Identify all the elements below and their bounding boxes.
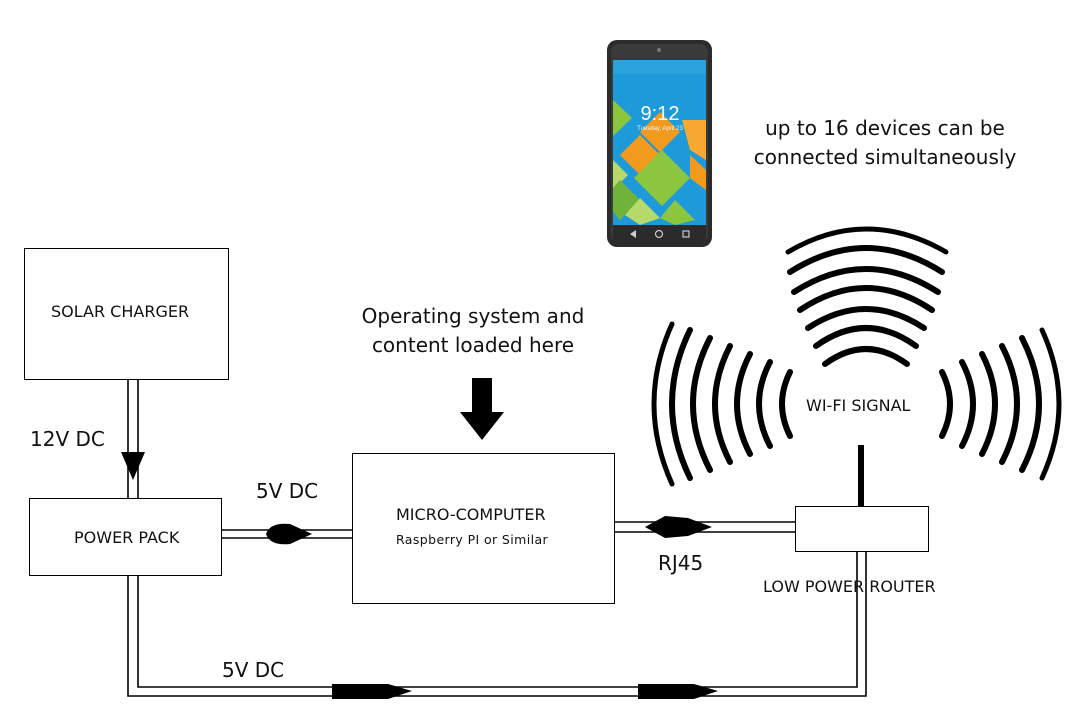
arrow-5v-top <box>266 523 312 545</box>
smartphone-image: 9:12 Tuesday, April 23 <box>607 40 712 247</box>
wire-rj45 <box>615 521 795 533</box>
devices-note: up to 16 devices can be connected simult… <box>735 114 1035 172</box>
phone-time: 9:12 <box>641 103 680 125</box>
arrow-12v <box>121 452 145 480</box>
arrow-5v-bottom-2 <box>638 684 718 699</box>
wifi-arcs-left <box>651 321 793 487</box>
arrow-os-load <box>460 378 504 440</box>
router-label: LOW POWER ROUTER <box>763 577 936 596</box>
power-pack-label: POWER PACK <box>74 528 180 547</box>
label-rj45: RJ45 <box>658 551 704 575</box>
router-box <box>795 506 929 552</box>
devices-note-line-2: connected simultaneously <box>753 145 1017 169</box>
back-icon <box>630 230 636 238</box>
micro-computer-box: MICRO-COMPUTER Raspberry PI or Similar <box>352 453 615 604</box>
wire-12v <box>127 380 139 498</box>
os-note-line-2: content loaded here <box>371 333 575 357</box>
micro-computer-sublabel: Raspberry PI or Similar <box>396 532 549 547</box>
micro-computer-label: MICRO-COMPUTER <box>396 505 546 524</box>
solar-charger-label: SOLAR CHARGER <box>51 302 190 321</box>
recents-icon <box>682 230 690 238</box>
phone-date: Tuesday, April 23 <box>637 126 683 132</box>
wire-5v-bottom <box>127 552 867 697</box>
home-icon <box>654 229 664 239</box>
wifi-arcs-right <box>939 327 1062 481</box>
solar-charger-box: SOLAR CHARGER <box>24 248 229 380</box>
label-5v-dc-top: 5V DC <box>256 479 319 503</box>
label-12v-dc: 12V DC <box>30 427 105 451</box>
devices-note-line-1: up to 16 devices can be <box>765 116 1005 140</box>
wifi-signal-label: WI-FI SIGNAL <box>806 396 911 415</box>
label-5v-dc-bottom: 5V DC <box>222 658 285 682</box>
os-note: Operating system and content loaded here <box>343 302 603 360</box>
arrow-rj45 <box>645 516 712 538</box>
wifi-arcs-top <box>785 226 949 367</box>
arrow-5v-bottom-1 <box>332 684 412 699</box>
os-note-line-1: Operating system and <box>361 304 585 328</box>
power-pack-box: POWER PACK <box>29 498 222 576</box>
